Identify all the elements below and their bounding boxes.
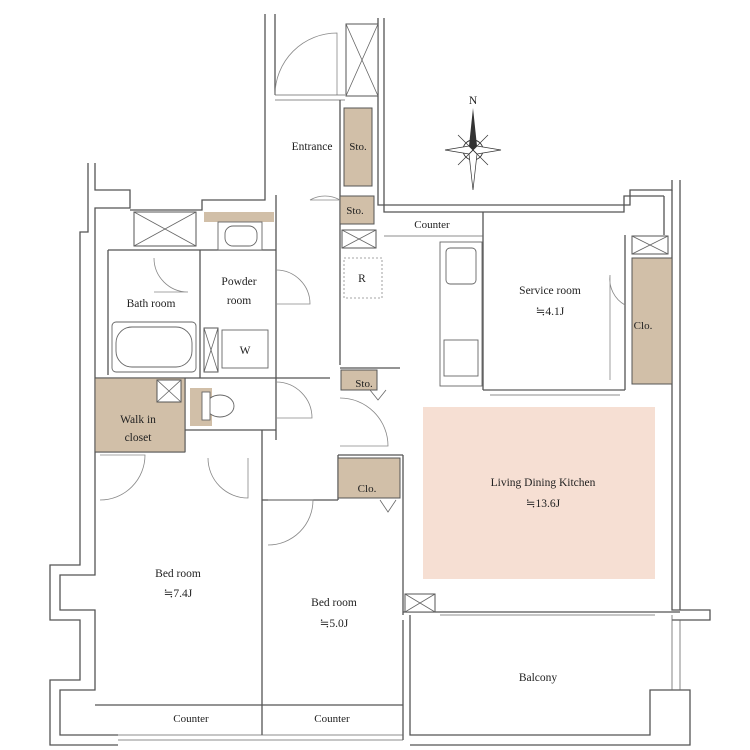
powder-room-label-2: room [227,295,251,307]
walk-in-closet [94,377,186,453]
fridge-label: R [358,273,366,285]
service-room-area: ≒4.1J [536,306,565,318]
clo-bed [337,457,401,499]
bed-room-2-label: Bed room [311,597,357,609]
counter-kitchen-label: Counter [414,219,450,231]
sto-hall-label: Sto. [355,378,373,390]
ldk-area [423,407,655,579]
compass-rose: N [444,95,502,191]
balcony-label: Balcony [519,672,558,684]
sto-entrance [343,107,373,187]
bed-room-2-area: ≒5.0J [320,618,349,630]
bath-room-label: Bath room [127,298,176,310]
sto-hall [340,369,378,391]
entrance-shaft [345,23,379,97]
north-label: N [469,95,478,107]
counter-bed1-label: Counter [173,713,209,725]
washer-label: W [240,345,251,357]
room-labels: Entrance Sto. Sto. Counter R Service roo… [120,141,652,725]
bed-room-1-area: ≒7.4J [164,588,193,600]
sto-entrance-label: Sto. [349,141,367,153]
ldk-label: Living Dining Kitchen [491,477,596,489]
windows [118,389,655,741]
entrance-label: Entrance [292,141,333,153]
fixtures [111,221,483,421]
interior-doors [99,195,626,546]
powder-room-label-1: Powder [221,276,256,288]
sto-small [339,195,375,225]
clo-service-label: Clo. [634,320,653,332]
service-room-label: Service room [519,285,581,297]
counter-bed2-label: Counter [314,713,350,725]
bed-room-1-label: Bed room [155,568,201,580]
outer-walls [49,14,711,746]
walk-in-closet-label-2: closet [125,432,153,444]
sto-small-label: Sto. [346,205,364,217]
clo-service [631,257,673,385]
storage-areas [94,107,673,499]
clo-bed-label: Clo. [358,483,377,495]
shafts [133,211,669,613]
ldk-area-label: ≒13.6J [526,498,561,510]
walk-in-closet-label-1: Walk in [120,414,156,426]
powder-shelf [204,212,274,222]
entrance-door [274,32,345,101]
